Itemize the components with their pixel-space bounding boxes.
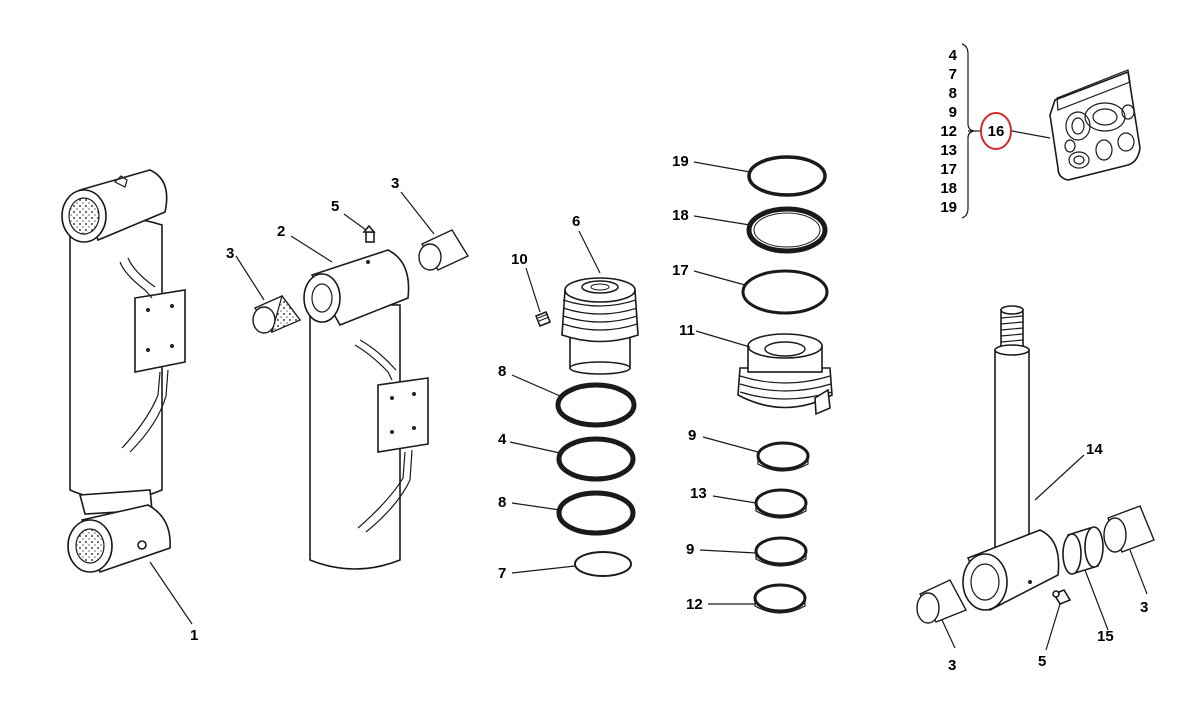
kit-item: 18 <box>940 180 957 197</box>
bushing <box>1103 505 1155 553</box>
part-label-3-right: 3 <box>391 175 399 192</box>
kit-item: 8 <box>949 85 957 102</box>
part-label-13: 13 <box>690 485 707 502</box>
part-label-3-rod-right: 3 <box>1140 599 1148 616</box>
part-label-11: 11 <box>679 322 695 339</box>
kit-highlight-circle <box>980 112 1012 150</box>
seal-kit-package <box>1049 69 1141 181</box>
part-label-16: 16 <box>988 123 1005 140</box>
part-label-3-rod-left: 3 <box>948 657 956 674</box>
set-screw <box>534 310 552 328</box>
part-label-4: 4 <box>498 431 507 448</box>
part-label-18: 18 <box>672 207 689 224</box>
kit-item: 13 <box>940 142 957 159</box>
part-label-15: 15 <box>1097 628 1114 645</box>
o-ring <box>574 551 632 577</box>
seal-ring <box>555 382 637 428</box>
seal-ring <box>556 436 636 482</box>
kit-item: 12 <box>940 123 957 140</box>
part-label-12: 12 <box>686 596 703 613</box>
seal-ring <box>556 490 636 536</box>
cylinder-head <box>561 277 639 375</box>
o-ring <box>747 155 827 197</box>
bushing <box>418 229 470 271</box>
part-label-9-bottom: 9 <box>686 541 694 558</box>
part-label-6: 6 <box>572 213 580 230</box>
part-label-5-bottom: 5 <box>1038 653 1046 670</box>
grease-fitting <box>1052 589 1072 605</box>
part-label-19: 19 <box>672 153 689 170</box>
part-label-2: 2 <box>277 223 285 240</box>
wear-ring <box>753 583 807 614</box>
o-ring <box>741 269 829 315</box>
part-label-7: 7 <box>498 565 506 582</box>
part-label-3-left: 3 <box>226 245 234 262</box>
kit-item: 17 <box>940 161 957 178</box>
part-label-10: 10 <box>511 251 528 268</box>
part-label-17: 17 <box>672 262 689 279</box>
part-label-9-top: 9 <box>688 427 696 444</box>
part-label-14: 14 <box>1086 441 1103 458</box>
part-label-1: 1 <box>190 627 198 644</box>
cylinder-assembly <box>61 169 186 574</box>
backup-ring <box>746 206 828 254</box>
piston <box>737 333 833 416</box>
cylinder-barrel <box>303 249 429 570</box>
grease-fitting <box>362 224 376 243</box>
seal-kit-list: 4 7 8 9 12 13 17 18 19 <box>940 43 982 219</box>
part-label-8-top: 8 <box>498 363 506 380</box>
kit-item: 19 <box>940 199 957 216</box>
part-label-5-top: 5 <box>331 198 339 215</box>
kit-item: 7 <box>949 66 957 83</box>
spacer-sleeve <box>1062 526 1104 575</box>
piston-rod <box>962 305 1060 612</box>
part-label-8-bottom: 8 <box>498 494 506 511</box>
bushing <box>916 579 967 624</box>
wear-ring <box>754 488 808 519</box>
wear-ring <box>754 536 808 567</box>
bushing <box>252 294 302 334</box>
kit-item: 4 <box>949 47 958 64</box>
wear-ring <box>756 441 810 472</box>
kit-item: 9 <box>949 104 957 121</box>
